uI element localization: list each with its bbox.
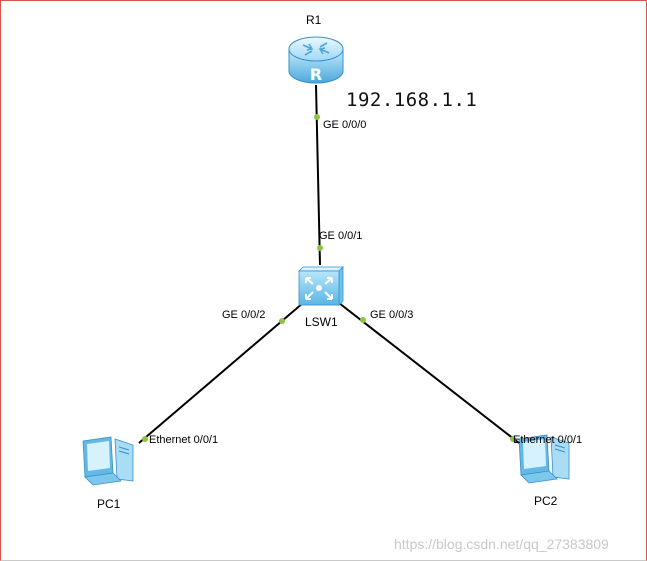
link-lsw1-pc1[interactable] (138, 302, 304, 444)
port-label-lsw1-ge002: GE 0/0/2 (222, 309, 266, 321)
port-label-lsw1-ge001: GE 0/0/1 (319, 230, 363, 242)
svg-text:R: R (310, 65, 322, 84)
watermark-text: https://blog.csdn.net/qq_27383809 (394, 536, 609, 552)
port-label-r1-ge000: GE 0/0/0 (323, 119, 367, 131)
pc-pc1-label: PC1 (97, 497, 121, 511)
port-dot-r1-ge000 (314, 114, 320, 120)
port-dot-pc1-eth (142, 436, 148, 442)
router-r1-label: R1 (306, 13, 322, 27)
ip-annotation: 192.168.1.1 (346, 89, 478, 111)
port-label-pc1-eth: Ethernet 0/0/1 (149, 434, 219, 446)
pc-icon (82, 436, 134, 486)
port-dot-lsw1-ge001 (317, 245, 323, 251)
switch-lsw1[interactable] (295, 263, 345, 309)
switch-icon (298, 266, 344, 306)
router-icon: R (288, 36, 344, 84)
port-dot-lsw1-ge003 (360, 317, 366, 323)
port-label-pc2-eth: Ethernet 0/0/1 (513, 434, 583, 446)
pc-pc2[interactable] (517, 433, 575, 485)
pc-pc1[interactable] (81, 435, 139, 487)
port-dot-lsw1-ge002 (279, 318, 285, 324)
switch-lsw1-label: LSW1 (305, 315, 338, 329)
router-r1[interactable]: R (287, 35, 345, 87)
port-dot-pc2-eth (510, 436, 516, 442)
pc-icon (518, 434, 570, 484)
port-label-lsw1-ge003: GE 0/0/3 (370, 309, 414, 321)
pc-pc2-label: PC2 (534, 494, 558, 508)
link-lsw1-pc2[interactable] (338, 302, 520, 444)
